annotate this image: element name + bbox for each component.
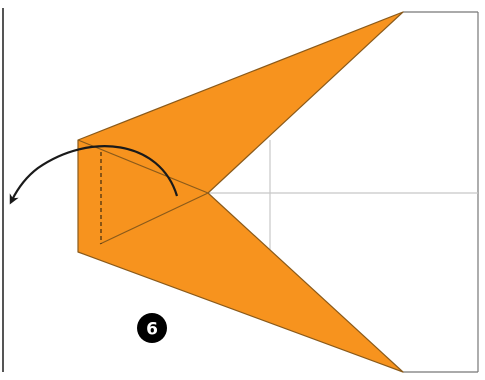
step-badge-circle (137, 313, 167, 343)
fold-back-arrow (9, 145, 179, 205)
paper-square (2, 8, 479, 373)
folded-orange-flap (77, 11, 404, 373)
upper-inner-edge (77, 139, 209, 194)
step-number-badge: 6 (137, 313, 167, 343)
lower-inner-edge (99, 192, 209, 245)
step-number-text: 6 (146, 320, 158, 340)
crease-lines (208, 140, 478, 250)
folded-flap (77, 11, 404, 373)
